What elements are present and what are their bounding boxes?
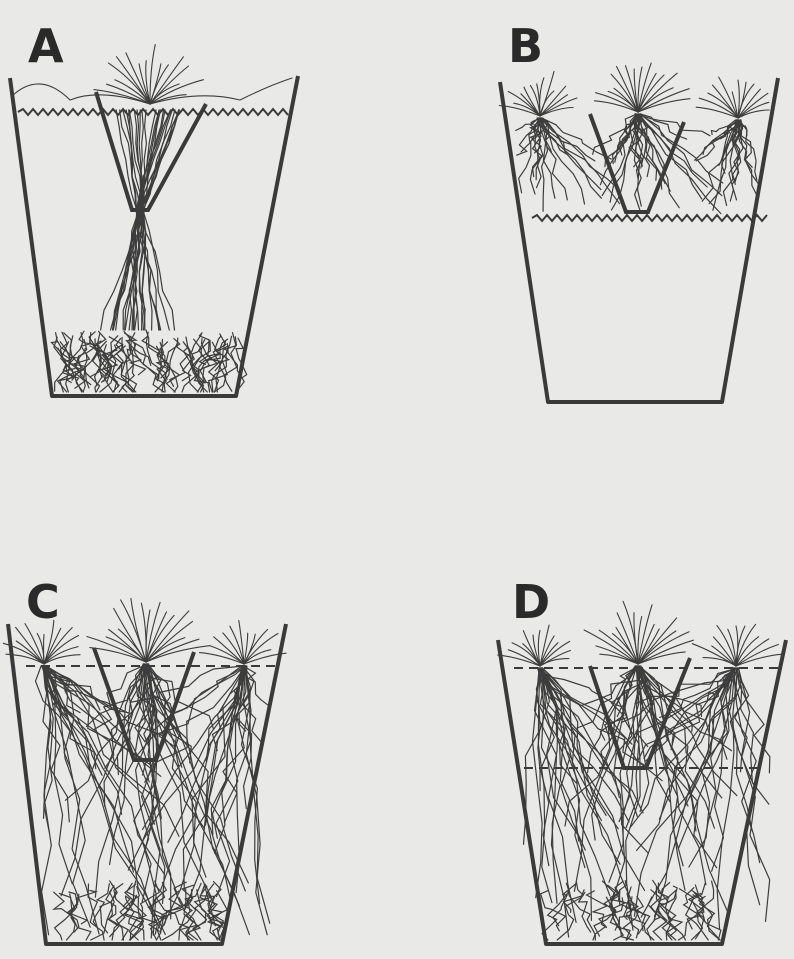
panel-b-label: B bbox=[508, 19, 543, 73]
plant-leaves bbox=[738, 80, 739, 118]
panel-a: A bbox=[10, 19, 298, 396]
plant-leaves bbox=[736, 654, 782, 666]
root-strand bbox=[639, 114, 662, 189]
panel-d-label: D bbox=[512, 575, 550, 629]
plant-leaves bbox=[638, 99, 690, 112]
plant-leaves bbox=[150, 57, 183, 104]
plant-leaves bbox=[584, 630, 638, 664]
panel-a-label: A bbox=[28, 19, 64, 73]
panel-b-roots bbox=[499, 63, 769, 214]
root-strand bbox=[617, 666, 639, 717]
plant-leaves bbox=[599, 630, 638, 664]
panel-b: B bbox=[499, 19, 778, 402]
root-strand bbox=[587, 891, 607, 928]
root-strand bbox=[44, 666, 155, 824]
root-strand bbox=[209, 333, 236, 392]
root-strand bbox=[628, 887, 654, 940]
root-strand bbox=[128, 666, 245, 870]
root-strand bbox=[109, 337, 136, 392]
root-strand bbox=[60, 342, 74, 392]
plant-leaves bbox=[638, 624, 654, 664]
root-strand bbox=[620, 881, 628, 920]
panel-b-water-line bbox=[532, 215, 767, 221]
plant-leaves bbox=[736, 639, 769, 666]
panel-c: C bbox=[3, 575, 286, 944]
plant-leaves bbox=[146, 612, 167, 662]
panel-d: D bbox=[498, 575, 786, 944]
plant-leaves bbox=[239, 621, 244, 664]
stem-runner bbox=[12, 78, 292, 104]
panel-d-roots bbox=[498, 601, 782, 940]
panel-c-label: C bbox=[26, 575, 60, 629]
panel-c-roots bbox=[3, 598, 286, 940]
plant-leaves bbox=[595, 101, 639, 112]
root-strand bbox=[579, 892, 591, 932]
panel-a-water-line bbox=[18, 109, 288, 115]
plant-leaves bbox=[638, 632, 689, 664]
panel-a-roots bbox=[12, 45, 292, 392]
